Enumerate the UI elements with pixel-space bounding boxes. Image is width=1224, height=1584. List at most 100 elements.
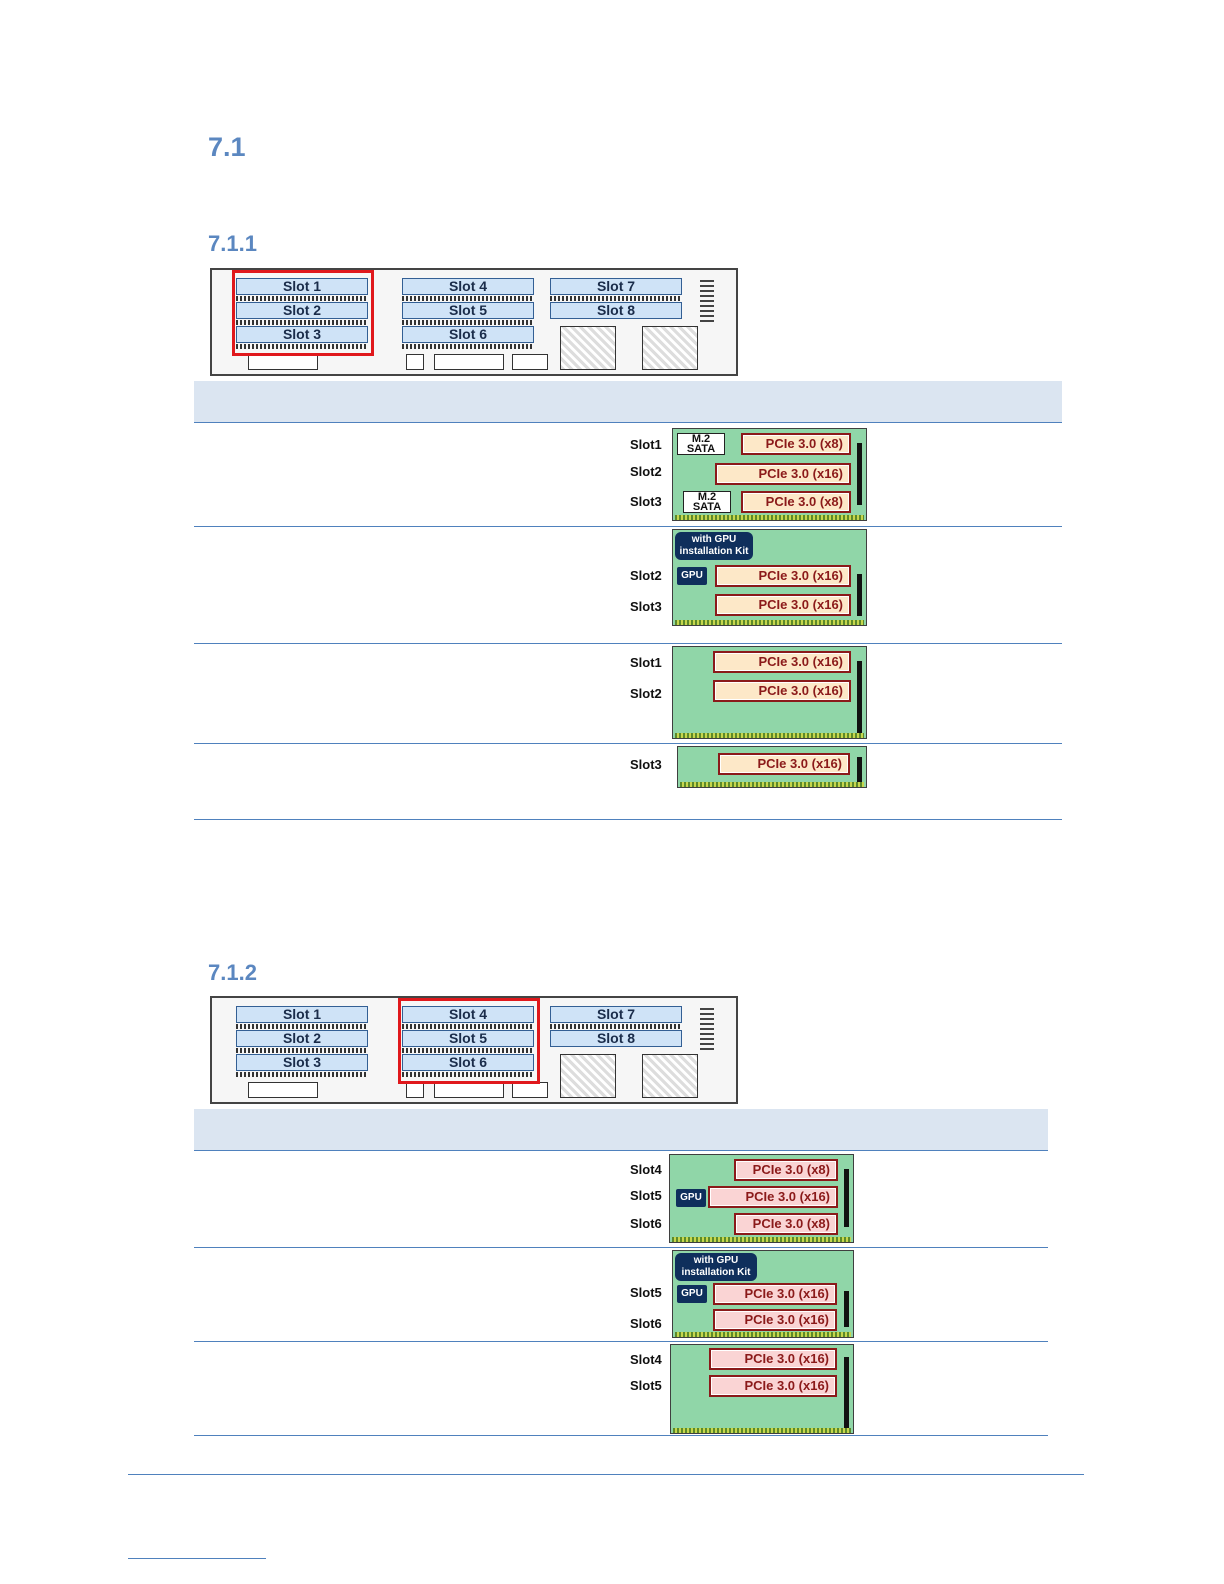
chassis-slot-8: Slot 8 <box>550 302 682 319</box>
slot-label: Slot2 <box>630 464 662 479</box>
slot-label: Slot6 <box>630 1216 662 1231</box>
highlight-box <box>398 998 540 1084</box>
table-header-a <box>194 381 1062 423</box>
chassis-slot-8: Slot 8 <box>550 1030 682 1047</box>
gold-finger <box>680 782 864 787</box>
chassis-slot-1: Slot 1 <box>236 278 368 295</box>
chassis-slot-4: Slot 4 <box>402 278 534 295</box>
gold-finger <box>675 620 864 625</box>
chassis-rail <box>236 1024 368 1029</box>
row-divider <box>194 743 1062 744</box>
riser-bus <box>844 1291 849 1327</box>
chassis-rear-view-b: Slot 1 Slot 2 Slot 3 Slot 4 Slot 5 Slot … <box>210 996 738 1104</box>
port-icon <box>248 1082 318 1098</box>
chassis-slot-6: Slot 6 <box>402 326 534 343</box>
chassis-rail <box>550 1024 682 1029</box>
riser-card-b3: PCIe 3.0 (x16) PCIe 3.0 (x16) <box>670 1344 854 1434</box>
chassis-rail <box>402 344 534 349</box>
chassis-rail <box>402 1072 534 1077</box>
vga-port-icon <box>512 1082 548 1098</box>
pcie-slot-x16: PCIe 3.0 (x16) <box>713 651 851 673</box>
vent-icon <box>700 278 714 322</box>
gold-finger <box>673 1428 851 1433</box>
port-icon <box>248 354 318 370</box>
chassis-rail <box>236 344 368 349</box>
row-divider <box>194 819 1062 820</box>
chassis-rail <box>236 1048 368 1053</box>
port-icon <box>406 1082 424 1098</box>
lan-ports-icon <box>434 1082 504 1098</box>
slot-label: Slot3 <box>630 599 662 614</box>
pcie-slot-x16: PCIe 3.0 (x16) <box>715 565 851 587</box>
chassis-rail <box>236 296 368 301</box>
section-heading: 7.1 <box>208 132 246 162</box>
chassis-slot-4: Slot 4 <box>402 1006 534 1023</box>
chassis-slot-2: Slot 2 <box>236 1030 368 1047</box>
row-divider <box>194 1341 1048 1342</box>
pcie-slot-x16: PCIe 3.0 (x16) <box>718 753 850 775</box>
riser-bus <box>844 1169 849 1227</box>
chassis-rail <box>550 296 682 301</box>
slot-label: Slot3 <box>630 757 662 772</box>
gold-finger <box>675 515 864 520</box>
riser-card-a4: PCIe 3.0 (x16) <box>677 746 867 788</box>
riser-bus <box>857 574 862 616</box>
pcie-slot-x16: PCIe 3.0 (x16) <box>713 1283 837 1305</box>
subsection-heading-7-1-1: 7.1.1 <box>208 231 257 256</box>
slot-label: Slot5 <box>630 1378 662 1393</box>
chassis-rear-view-a: Slot 1 Slot 2 Slot 3 Slot 4 Slot 5 Slot … <box>210 268 738 376</box>
slot-label: Slot6 <box>630 1316 662 1331</box>
highlight-box <box>232 270 374 356</box>
gold-finger <box>675 733 864 738</box>
vga-port-icon <box>512 354 548 370</box>
pcie-slot-x8: PCIe 3.0 (x8) <box>734 1159 838 1181</box>
psu-fan-icon <box>642 326 698 370</box>
riser-bus <box>844 1357 849 1429</box>
pcie-slot-x16: PCIe 3.0 (x16) <box>715 594 851 616</box>
chassis-slot-2: Slot 2 <box>236 302 368 319</box>
psu-fan-icon <box>560 1054 616 1098</box>
riser-card-b1: PCIe 3.0 (x8) GPU PCIe 3.0 (x16) PCIe 3.… <box>669 1154 854 1243</box>
slot-label: Slot4 <box>630 1162 662 1177</box>
chassis-rail <box>402 1048 534 1053</box>
chassis-slot-7: Slot 7 <box>550 278 682 295</box>
pcie-slot-x8: PCIe 3.0 (x8) <box>741 491 851 513</box>
riser-bus <box>857 757 862 783</box>
riser-bus <box>857 443 862 505</box>
psu-fan-icon <box>560 326 616 370</box>
slot-label: Slot3 <box>630 494 662 509</box>
chassis-slot-3: Slot 3 <box>236 1054 368 1071</box>
gpu-badge: GPU <box>676 1189 706 1207</box>
port-icon <box>406 354 424 370</box>
chassis-slot-6: Slot 6 <box>402 1054 534 1071</box>
chassis-slot-5: Slot 5 <box>402 1030 534 1047</box>
psu-fan-icon <box>642 1054 698 1098</box>
pcie-slot-x16: PCIe 3.0 (x16) <box>708 1186 838 1208</box>
pcie-slot-x16: PCIe 3.0 (x16) <box>709 1348 837 1370</box>
lan-ports-icon <box>434 354 504 370</box>
table-header-b <box>194 1109 1048 1151</box>
gold-finger <box>675 1332 851 1337</box>
riser-card-a3: PCIe 3.0 (x16) PCIe 3.0 (x16) <box>672 646 867 739</box>
slot-label: Slot1 <box>630 655 662 670</box>
row-divider <box>194 1435 1048 1436</box>
slot-label: Slot4 <box>630 1352 662 1367</box>
row-divider <box>194 526 1062 527</box>
pcie-slot-x16: PCIe 3.0 (x16) <box>713 1309 837 1331</box>
footnote-divider <box>128 1558 266 1559</box>
vent-icon <box>700 1006 714 1050</box>
gpu-badge: GPU <box>677 1285 707 1303</box>
chassis-rail <box>402 296 534 301</box>
chassis-slot-7: Slot 7 <box>550 1006 682 1023</box>
chassis-rail <box>402 320 534 325</box>
gpu-badge: GPU <box>677 567 707 585</box>
pcie-slot-x8: PCIe 3.0 (x8) <box>741 433 851 455</box>
pcie-slot-x16: PCIe 3.0 (x16) <box>709 1375 837 1397</box>
chassis-rail <box>402 1024 534 1029</box>
